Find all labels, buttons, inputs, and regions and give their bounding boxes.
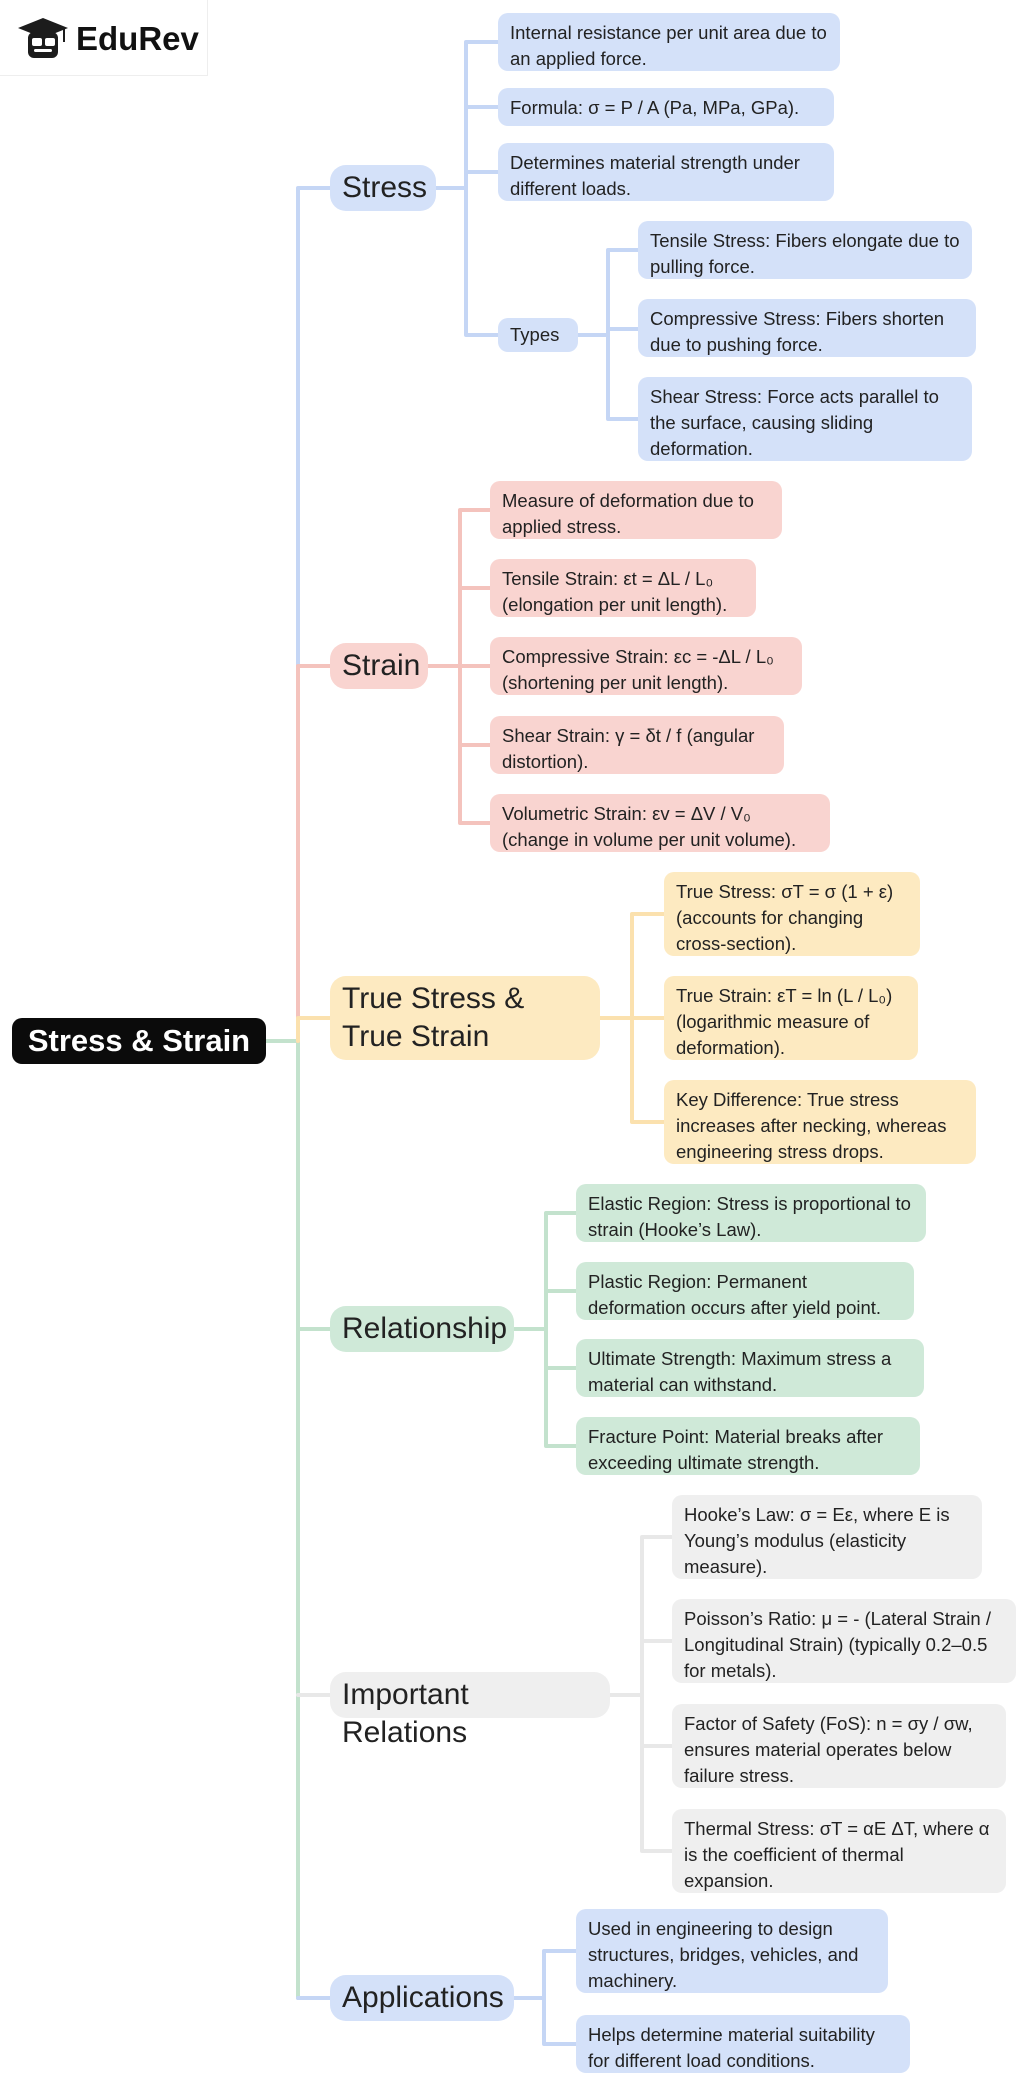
graduation-cap-icon	[18, 18, 68, 58]
link-root-strain	[296, 664, 332, 1043]
relationship-item-plastic[interactable]: Plastic Region: Permanent deformation oc…	[576, 1262, 914, 1320]
branch-true-stress-strain[interactable]: True Stress & True Strain	[330, 976, 600, 1060]
true-item-stress[interactable]: True Stress: σT = σ (1 + ε) (accounts fo…	[664, 872, 920, 956]
types-item-shear[interactable]: Shear Stress: Force acts parallel to the…	[638, 377, 972, 461]
stress-types-node[interactable]: Types	[498, 318, 578, 352]
relationship-item-ultimate[interactable]: Ultimate Strength: Maximum stress a mate…	[576, 1339, 924, 1397]
root-node[interactable]: Stress & Strain	[12, 1018, 266, 1064]
link-types-children	[576, 248, 640, 421]
link-relationship-children	[512, 1211, 578, 1448]
applications-item-design[interactable]: Used in engineering to design structures…	[576, 1909, 888, 1993]
strain-item-volumetric[interactable]: Volumetric Strain: εv = ΔV / V₀ (change …	[490, 794, 830, 852]
relations-item-hookes-law[interactable]: Hooke’s Law: σ = Eε, where E is Young’s …	[672, 1495, 982, 1579]
branch-stress[interactable]: Stress	[330, 165, 436, 211]
link-stress-children	[434, 40, 500, 337]
relationship-item-fracture[interactable]: Fracture Point: Material breaks after ex…	[576, 1417, 920, 1475]
stress-item-definition[interactable]: Internal resistance per unit area due to…	[498, 13, 840, 71]
edurev-logo[interactable]: EduRev	[0, 0, 208, 76]
link-root-true	[296, 1016, 332, 1043]
types-item-compressive[interactable]: Compressive Stress: Fibers shorten due t…	[638, 299, 976, 357]
applications-item-suitability[interactable]: Helps determine material suitability for…	[576, 2015, 910, 2073]
strain-item-measure[interactable]: Measure of deformation due to applied st…	[490, 481, 782, 539]
types-item-tensile[interactable]: Tensile Stress: Fibers elongate due to p…	[638, 221, 972, 279]
strain-item-tensile[interactable]: Tensile Strain: εt = ΔL / L₀ (elongation…	[490, 559, 756, 617]
stress-item-strength[interactable]: Determines material strength under diffe…	[498, 143, 834, 201]
strain-item-shear[interactable]: Shear Strain: γ = δt / f (angular distor…	[490, 716, 784, 774]
link-root-down	[264, 1039, 332, 2000]
branch-strain[interactable]: Strain	[330, 643, 428, 689]
relations-item-thermal-stress[interactable]: Thermal Stress: σT = αE ΔT, where α is t…	[672, 1809, 1006, 1893]
branch-applications[interactable]: Applications	[330, 1975, 514, 2021]
logo-text: EduRev	[76, 20, 199, 57]
true-item-key-difference[interactable]: Key Difference: True stress increases af…	[664, 1080, 976, 1164]
relations-item-factor-of-safety[interactable]: Factor of Safety (FoS): n = σy / σw, ens…	[672, 1704, 1006, 1788]
link-strain-children	[426, 508, 492, 825]
link-applications-children	[512, 1949, 578, 2046]
link-relations-children	[608, 1535, 674, 1853]
strain-item-compressive[interactable]: Compressive Strain: εc = -ΔL / L₀ (short…	[490, 637, 802, 695]
stress-item-formula[interactable]: Formula: σ = P / A (Pa, MPa, GPa).	[498, 88, 834, 126]
link-true-children	[598, 912, 666, 1124]
relationship-item-elastic[interactable]: Elastic Region: Stress is proportional t…	[576, 1184, 926, 1242]
true-item-strain[interactable]: True Strain: εT = ln (L / L₀) (logarithm…	[664, 976, 918, 1060]
branch-relationship[interactable]: Relationship	[330, 1306, 514, 1352]
relations-item-poissons-ratio[interactable]: Poisson’s Ratio: μ = - (Lateral Strain /…	[672, 1599, 1016, 1683]
branch-important-relations[interactable]: Important Relations	[330, 1672, 610, 1749]
